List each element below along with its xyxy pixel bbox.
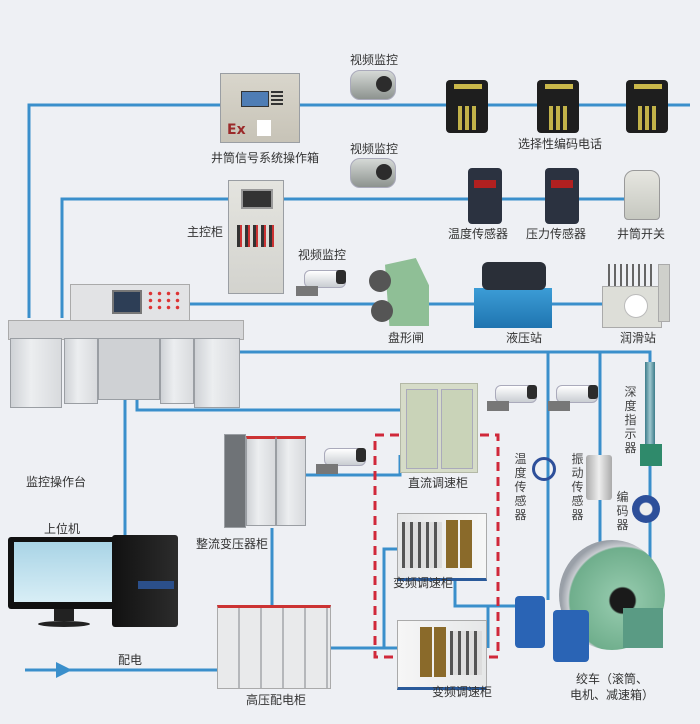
- label-shaft-switch: 井筒开关: [617, 227, 666, 241]
- explosion-proof-camera-1: [350, 70, 398, 102]
- label-rectifier-transformer-cabinet: 整流变压器柜: [196, 537, 269, 551]
- label-temperature-sensor-vertical: 温度传感器: [514, 452, 527, 522]
- power-arrow-icon: [56, 662, 72, 678]
- label-monitoring-console: 监控操作台: [26, 475, 87, 489]
- label-main-control-cabinet: 主控柜: [187, 225, 224, 239]
- vf-speed-cabinet-1: [397, 513, 487, 581]
- label-lubrication-station: 润滑站: [620, 331, 657, 345]
- label-shaft-signal-box: 井筒信号系统操作箱: [211, 151, 320, 165]
- explosion-proof-camera-2: [350, 158, 398, 190]
- disc-brake: [365, 258, 433, 330]
- label-video-monitor-1: 视频监控: [350, 53, 399, 67]
- wire-vf-winch: [453, 580, 520, 608]
- depth-indicator: [640, 362, 662, 472]
- main-control-cabinet: [228, 180, 284, 294]
- coded-phone-1: [446, 80, 488, 133]
- wire-second-bus: [60, 197, 660, 318]
- dc-speed-control-cabinet: [400, 383, 478, 473]
- encoder: [632, 495, 660, 523]
- label-vibration-sensor: 振动传感器: [571, 452, 584, 522]
- wire-console-dc: [135, 395, 400, 412]
- temperature-probe-coil: [532, 457, 556, 481]
- host-computer-tower: [112, 535, 178, 627]
- bullet-camera-6: [548, 383, 602, 417]
- winch: [515, 538, 670, 663]
- bullet-camera-5: [487, 383, 541, 417]
- host-computer-monitor: [8, 537, 120, 627]
- coded-phone-2: [537, 80, 579, 133]
- label-hv-distribution-cabinet: 高压配电柜: [246, 693, 307, 707]
- rectifier-transformer-cabinet: [224, 434, 308, 528]
- label-video-monitor-3: 视频监控: [298, 248, 347, 262]
- label-vf-speed-cabinet-2: 变频调速柜: [432, 685, 493, 699]
- label-dc-speed-cabinet: 直流调速柜: [408, 476, 469, 490]
- label-winch-line2: 电机、减速箱）: [570, 688, 655, 702]
- label-hydraulic-station: 液压站: [506, 331, 543, 345]
- ex-mark: Ex: [227, 122, 246, 138]
- label-encoder: 编码器: [616, 490, 629, 532]
- label-temperature-sensor-top: 温度传感器: [448, 227, 509, 241]
- label-power-distribution: 配电: [118, 653, 143, 667]
- label-host-computer: 上位机: [44, 522, 81, 536]
- hydraulic-station: [474, 258, 558, 328]
- hv-distribution-cabinet: [217, 605, 331, 689]
- bullet-camera-4: [316, 446, 370, 480]
- bullet-camera-3: [296, 268, 350, 302]
- coded-phone-3: [626, 80, 668, 133]
- label-selective-phone: 选择性编码电话: [518, 137, 603, 151]
- shaft-switch: [624, 170, 660, 220]
- temperature-sensor-box: [468, 168, 502, 224]
- wire-hv-vf: [330, 547, 400, 650]
- vibration-sensor: [586, 455, 612, 500]
- label-pressure-sensor: 压力传感器: [526, 227, 587, 241]
- label-disc-brake: 盘形闸: [388, 331, 425, 345]
- label-video-monitor-2: 视频监控: [350, 142, 399, 156]
- label-depth-indicator: 深度指示器: [624, 385, 637, 455]
- label-winch-line1: 绞车（滚筒、: [576, 672, 649, 686]
- shaft-signal-box: Ex: [220, 73, 300, 143]
- pressure-sensor-box: [545, 168, 579, 224]
- monitoring-console: [8, 284, 244, 408]
- lubrication-station: [602, 262, 670, 328]
- label-vf-speed-cabinet-1: 变频调速柜: [393, 576, 454, 590]
- vf-speed-cabinet-2: [397, 620, 487, 690]
